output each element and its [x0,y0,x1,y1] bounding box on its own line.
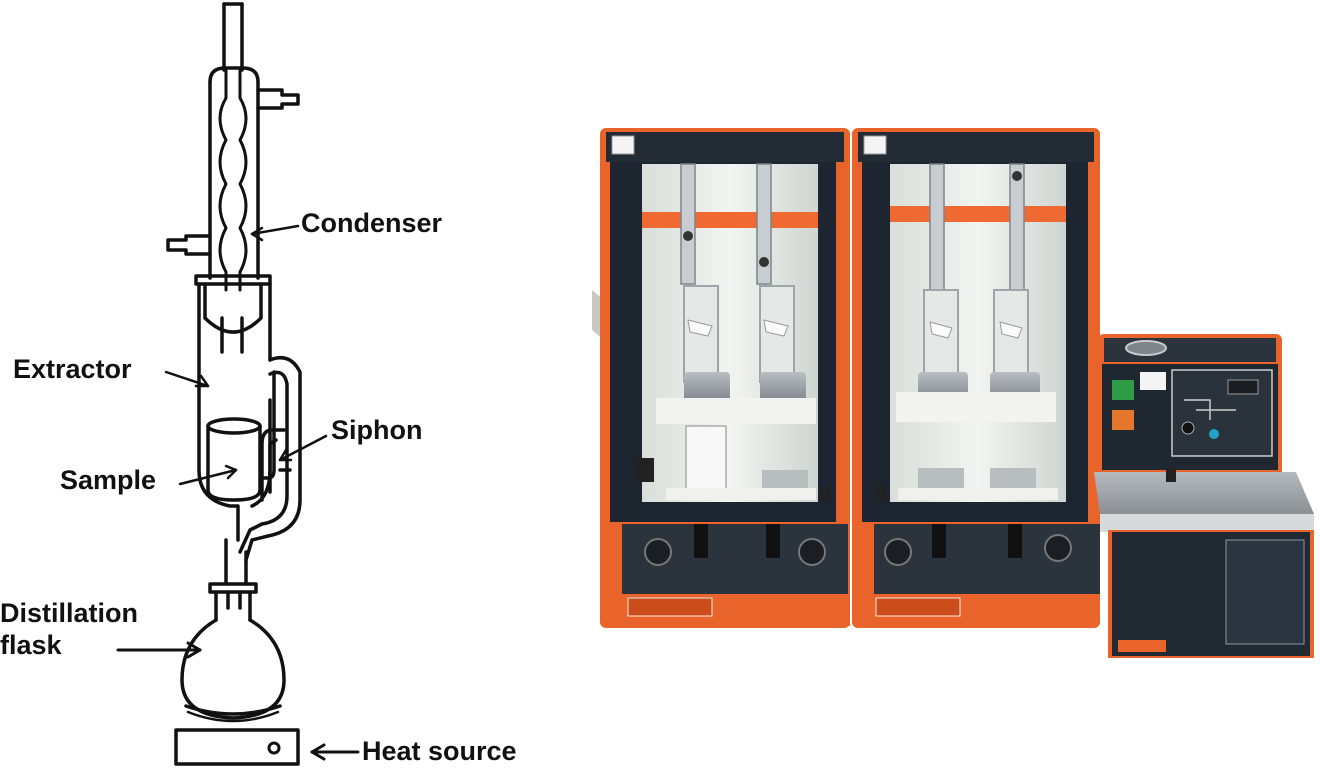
lower-ground-joint [208,538,258,622]
upper-ground-joint [194,274,272,354]
extraction-unit-middle [852,128,1100,628]
heat-source [174,728,300,766]
extraction-apparatus-photo [592,128,1314,658]
label-heat-source: Heat source [362,736,517,766]
label-condenser: Condenser [301,208,443,238]
arrow-sample [178,464,238,486]
label-siphon: Siphon [331,415,423,445]
label-sample: Sample [60,465,157,495]
label-distillation-flask: Distillation flask [0,598,139,660]
extraction-unit-left [600,128,850,628]
condenser-vent-tube [222,2,244,72]
arrow-heat-source [310,743,360,761]
soxhlet-diagram [116,2,360,766]
arrow-extractor [164,370,210,388]
heating-bath [1094,334,1314,658]
condenser-jacket [166,66,300,280]
arrow-condenser [250,224,300,242]
siphon-tube [238,356,302,562]
arrow-siphon [278,434,328,462]
distillation-flask [180,618,286,723]
sample-thimble [206,417,262,502]
label-extractor: Extractor [13,354,132,384]
condenser-coil [218,68,248,292]
arrow-distillation-flask [116,641,202,659]
